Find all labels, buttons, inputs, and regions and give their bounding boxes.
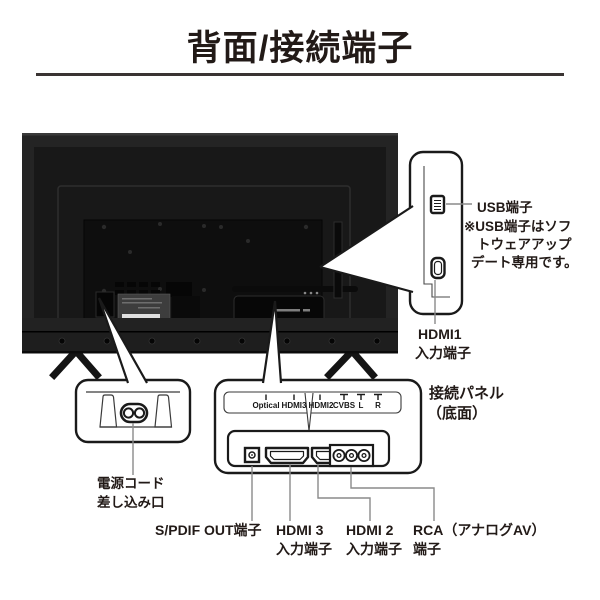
port-strip-notch — [304, 392, 314, 432]
port-label-cvbs: CVBS — [332, 401, 356, 410]
hdmi1-label-line2: 入力端子 — [415, 345, 471, 361]
port-tick-marks — [265, 393, 382, 400]
spdif-port-icon — [243, 446, 261, 464]
usb-note-line3: デート専用です。 — [471, 255, 578, 270]
side-detail-panel — [408, 150, 464, 316]
hdmi3-label-line1: HDMI 3 — [276, 522, 324, 538]
callout-wedge-side — [319, 205, 414, 294]
power-panel-details — [86, 391, 180, 428]
bottom-panel-title-line1: 接続パネル — [429, 385, 505, 402]
hdmi3-port-icon — [264, 446, 310, 465]
leader-hdmi2 — [317, 464, 371, 521]
title-underline — [36, 73, 564, 76]
port-label-hdmi3: HDMI3 — [281, 401, 307, 410]
tv-connection-recess — [232, 286, 358, 325]
rca-label-line2: 端子 — [413, 541, 441, 557]
rca-jacks-icon — [328, 443, 375, 468]
usb-port-icon — [429, 194, 446, 215]
power-label-line2: 差し込み口 — [97, 495, 165, 510]
hdmi-port-icon — [430, 256, 446, 280]
usb-note-line2: トウェアアップ — [477, 237, 572, 252]
hdmi2-label-line1: HDMI 2 — [346, 522, 394, 538]
usb-note-line1: ※USB端子はソフ — [464, 219, 572, 234]
hdmi1-label-line1: HDMI1 — [418, 326, 462, 342]
vent-grid — [115, 282, 192, 297]
power-socket-icon — [119, 402, 149, 424]
usb-label: USB端子 — [477, 200, 533, 215]
port-label-hdmi2: HDMI2 — [308, 401, 334, 410]
port-label-optical: Optical — [252, 401, 280, 410]
power-label-line1: 電源コード — [97, 476, 165, 491]
tv-back-illustration — [22, 133, 398, 380]
leader-rca — [350, 467, 435, 521]
side-panel-details — [423, 166, 450, 298]
port-label-r: R — [375, 401, 381, 410]
page-title: 背面/接続端子 — [186, 29, 414, 68]
port-label-l: L — [358, 401, 364, 410]
spdif-label: S/PDIF OUT端子 — [155, 522, 262, 538]
hdmi2-label-line2: 入力端子 — [346, 541, 402, 557]
bottom-panel-details — [223, 391, 402, 468]
tv-stand-legs — [49, 346, 378, 380]
bottom-panel-title-line2: （底面） — [427, 405, 488, 422]
tv-bottom-bar — [22, 318, 398, 354]
rca-label-line1: RCA（アナログAV） — [413, 522, 546, 538]
callout-wedge-power — [97, 297, 148, 384]
hdmi3-label-line2: 入力端子 — [276, 541, 332, 557]
leader-lines — [132, 203, 472, 521]
callout-wedge-bottom — [261, 300, 283, 384]
